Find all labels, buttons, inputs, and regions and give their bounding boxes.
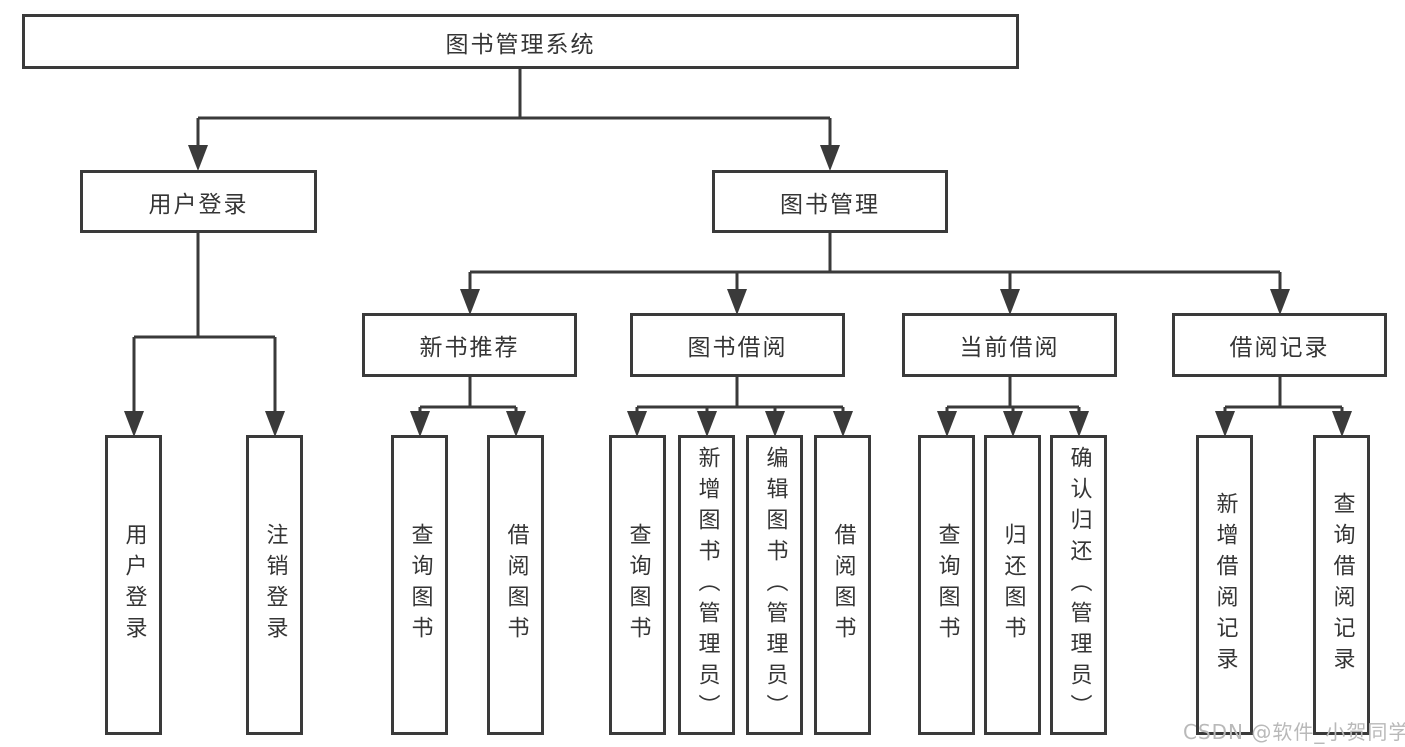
leaf-label: 查询图书 xyxy=(625,523,651,647)
leaf-query-books: 查询图书 xyxy=(918,435,975,735)
node-label: 图书管理 xyxy=(780,191,880,218)
leaf-confirm-return-admin: 确认归还（管理员） xyxy=(1050,435,1107,735)
node-label: 当前借阅 xyxy=(959,335,1060,361)
node-book-borrow: 图书借阅 xyxy=(630,313,845,377)
leaf-return-book: 归还图书 xyxy=(984,435,1041,735)
node-current-borrow: 当前借阅 xyxy=(902,313,1117,377)
leaf-label: 查询图书 xyxy=(407,523,433,647)
node-label: 图书借阅 xyxy=(687,335,788,361)
node-book-management: 图书管理 xyxy=(712,170,948,233)
leaf-label: 归还图书 xyxy=(1000,523,1026,647)
leaf-borrow-books: 借阅图书 xyxy=(487,435,544,735)
leaf-logout: 注销登录 xyxy=(246,435,303,735)
node-new-book-recommend: 新书推荐 xyxy=(362,313,577,377)
leaf-label: 查询图书 xyxy=(934,523,960,647)
leaf-label: 编辑图书（管理员） xyxy=(762,445,788,725)
leaf-label: 注销登录 xyxy=(262,523,288,647)
leaf-label: 确认归还（管理员） xyxy=(1066,445,1092,725)
leaf-user-login: 用户登录 xyxy=(105,435,162,735)
leaf-label: 查询借阅记录 xyxy=(1329,492,1355,678)
node-borrow-records: 借阅记录 xyxy=(1172,313,1387,377)
node-label: 新书推荐 xyxy=(419,335,520,361)
leaf-label: 用户登录 xyxy=(121,523,147,647)
node-root-system: 图书管理系统 xyxy=(22,14,1019,69)
leaf-label: 新增借阅记录 xyxy=(1212,492,1238,678)
leaf-edit-book-admin: 编辑图书（管理员） xyxy=(746,435,803,735)
csdn-watermark: CSDN @软件_小贺同学 xyxy=(1183,720,1405,744)
node-label: 图书管理系统 xyxy=(445,31,596,58)
leaf-query-books: 查询图书 xyxy=(391,435,448,735)
leaf-query-borrow-record: 查询借阅记录 xyxy=(1313,435,1370,735)
leaf-label: 借阅图书 xyxy=(830,523,856,647)
leaf-query-books: 查询图书 xyxy=(609,435,666,735)
node-label: 借阅记录 xyxy=(1229,335,1330,361)
node-user-login: 用户登录 xyxy=(80,170,317,233)
leaf-label: 借阅图书 xyxy=(503,523,529,647)
leaf-add-borrow-record: 新增借阅记录 xyxy=(1196,435,1253,735)
leaf-add-book-admin: 新增图书（管理员） xyxy=(678,435,735,735)
leaf-borrow-books: 借阅图书 xyxy=(814,435,871,735)
node-label: 用户登录 xyxy=(148,191,249,218)
leaf-label: 新增图书（管理员） xyxy=(694,445,720,725)
